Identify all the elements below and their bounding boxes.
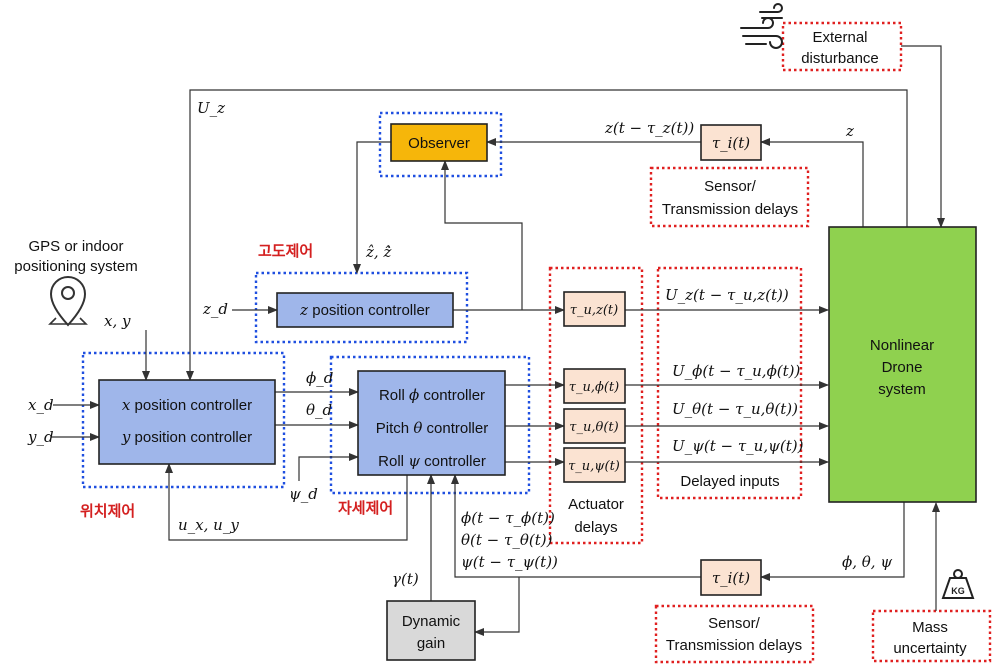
phi-feedback-label: ϕ(t − τ_ϕ(t)) (461, 509, 555, 527)
actuator-delay-phi-block (563, 368, 626, 404)
actuator-delay-theta-block (563, 408, 626, 444)
yd-signal-label: y_d (27, 428, 54, 446)
z-delayed-signal-label: z(t − τ_z(t)) (604, 119, 694, 137)
kg-weight-icon: KG (941, 569, 975, 599)
pitch-theta-controller-label: Pitch θ controller (376, 419, 488, 437)
z-signal-label: z (845, 122, 854, 140)
roll-phi-controller-label: Roll ϕ controller (379, 386, 485, 404)
z-position-controller-block (276, 292, 454, 328)
sensor-delay-bottom-block (700, 559, 762, 596)
sensor-top-label-1: Sensor/ (704, 178, 757, 195)
psi-feedback-label: ψ(t − τ_ψ(t)) (461, 553, 558, 571)
y-controller-label: y position controller (121, 428, 252, 446)
Uz-output-label: U_z(t − τ_u,z(t)) (665, 286, 789, 304)
actuator-delay-psi-block (563, 447, 626, 483)
actuator-delays-label-2: delays (574, 519, 617, 536)
sensor-bottom-label-1: Sensor/ (708, 615, 761, 632)
angles-signal-label: ϕ, θ, ψ (842, 553, 892, 571)
drone-label-1: Nonlinear (870, 337, 934, 354)
tau-upsi-label: τ_u,ψ(t) (568, 459, 620, 474)
gps-label-1: GPS or indoor (28, 238, 123, 255)
tau-uphi-label: τ_u,ϕ(t) (569, 380, 619, 395)
roll-psi-controller-label: Roll ψ controller (378, 452, 486, 470)
external-disturbance-label-1: External (812, 29, 867, 46)
attitude-control-korean-label: 자세제어 (338, 499, 393, 517)
Utheta-output-label: U_θ(t − τ_u,θ(t)) (672, 400, 798, 418)
sensor-delay-bottom-box (654, 604, 815, 664)
tau-uz-label: τ_u,z(t) (570, 303, 618, 318)
Upsi-output-label: U_ψ(t − τ_u,ψ(t)) (672, 437, 804, 455)
psid-signal-label: ψ_d (289, 485, 318, 503)
location-pin-icon (48, 276, 88, 327)
delayed-inputs-group-box (656, 266, 803, 500)
mass-uncertainty-label-2: uncertainty (893, 640, 967, 657)
position-group-box (81, 351, 286, 489)
position-control-korean-label: 위치제어 (80, 502, 135, 520)
mass-uncertainty-label-1: Mass (912, 619, 948, 636)
phid-signal-label: ϕ_d (306, 369, 333, 387)
gamma-signal-label: γ(t) (392, 570, 419, 588)
dynamic-gain-label-1: Dynamic (402, 613, 461, 630)
delayed-inputs-label: Delayed inputs (680, 473, 779, 490)
sensor-top-label-2: Transmission delays (662, 201, 798, 218)
sensor-delay-top-box (649, 166, 810, 228)
ux-uy-signal-label: u_x, u_y (178, 516, 239, 534)
altitude-control-korean-label: 고도제어 (258, 242, 313, 260)
external-disturbance-label-2: disturbance (801, 50, 879, 67)
actuator-delays-label-1: Actuator (568, 496, 624, 513)
xd-signal-label: x_d (28, 396, 54, 414)
tau-utheta-label: τ_u,θ(t) (569, 420, 618, 435)
tau-i-bottom-label: τ_i(t) (712, 569, 750, 587)
altitude-group-box (254, 271, 469, 344)
mass-uncertainty-box (871, 609, 992, 663)
kg-label: KG (951, 586, 965, 596)
dynamic-gain-label-2: gain (417, 635, 445, 652)
actuator-delay-group-box (548, 266, 644, 545)
wind-icon (740, 3, 783, 49)
gps-label-2: positioning system (14, 258, 137, 275)
sensor-delay-top-block (700, 124, 762, 161)
Uz-signal-label: U_z (197, 99, 225, 117)
observer-label: Observer (408, 135, 470, 152)
actuator-delay-z-block (563, 291, 626, 327)
theta-feedback-label: θ(t − τ_θ(t)) (461, 531, 553, 549)
tau-i-top-label: τ_i(t) (712, 134, 750, 152)
xy-position-controller-block (98, 379, 276, 465)
thetad-signal-label: θ_d (306, 401, 332, 419)
dynamic-gain-block (386, 600, 476, 661)
observer-group-box (378, 111, 503, 178)
nonlinear-drone-system-block (828, 226, 977, 503)
Uphi-output-label: U_ϕ(t − τ_u,ϕ(t)) (672, 362, 801, 380)
observer-block (390, 123, 488, 162)
drone-label-2: Drone (882, 359, 923, 376)
drone-label-3: system (878, 381, 926, 398)
attitude-controller-block (357, 370, 506, 476)
zd-signal-label: z_d (202, 300, 228, 318)
xy-gps-signal-label: x, y (104, 312, 131, 330)
x-controller-label: x position controller (122, 396, 252, 414)
sensor-bottom-label-2: Transmission delays (666, 637, 802, 654)
z-controller-label: z position controller (299, 301, 430, 319)
z-hat-signal-label: ẑ, ż̂ (365, 243, 391, 261)
